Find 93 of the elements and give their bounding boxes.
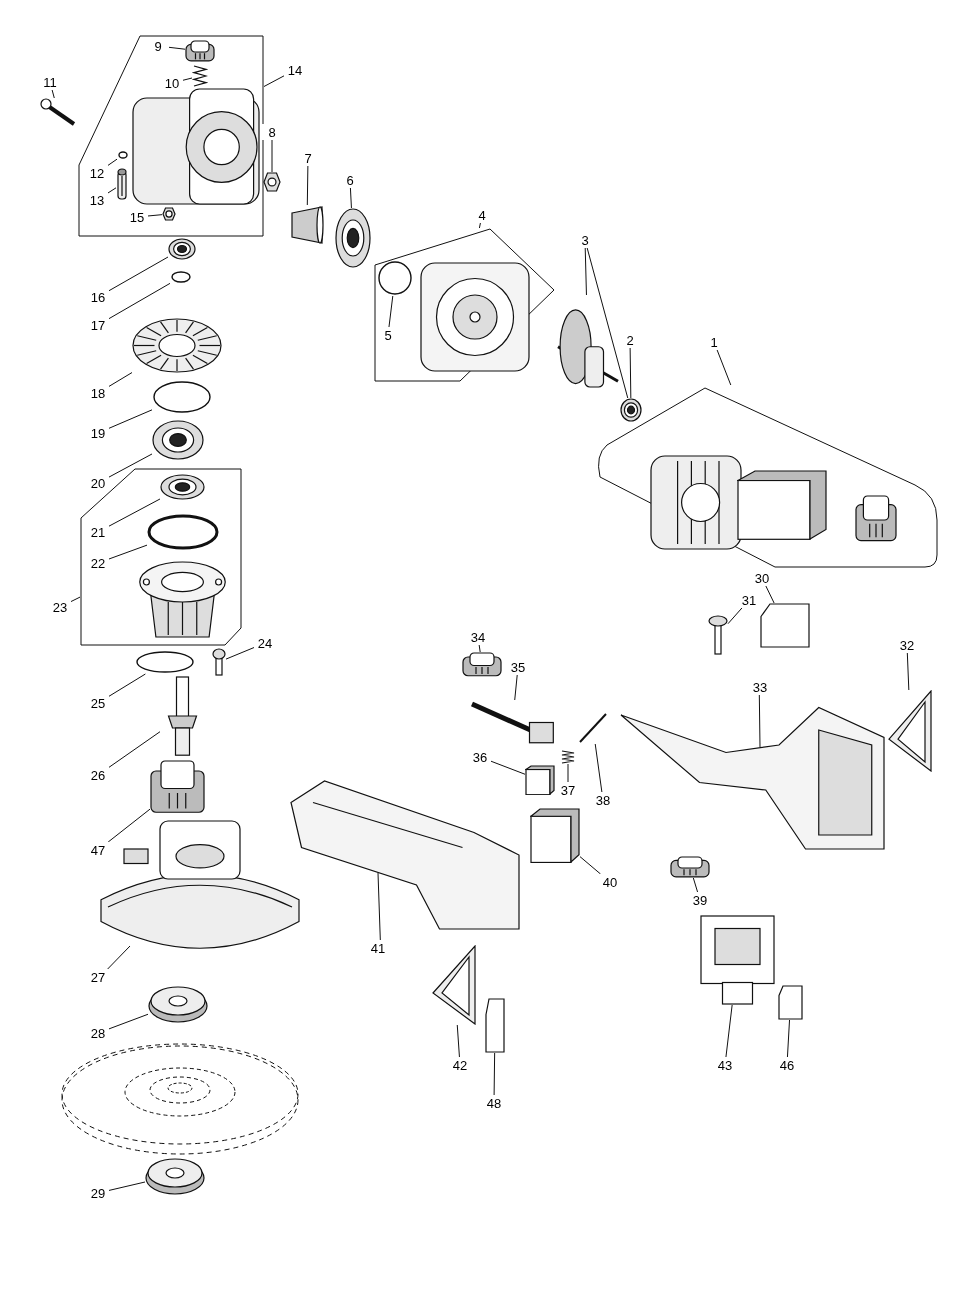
leader-line: [108, 256, 169, 292]
leader-line: [906, 652, 910, 691]
leader-line: [108, 1013, 149, 1030]
leader-line: [271, 139, 273, 173]
housing-half-drawing: [290, 780, 520, 930]
leader-line: [225, 647, 255, 660]
gear-housing-drawing: [132, 88, 260, 206]
leader-line: [349, 187, 352, 209]
ball-bearing-drawing: [152, 420, 204, 460]
bevel-gear-drawing: [132, 318, 222, 373]
leader-line: [168, 46, 186, 50]
part-drawing: [737, 470, 827, 540]
leader-line: [586, 247, 629, 399]
leader-line: [70, 596, 81, 603]
screw-drawing: [708, 615, 728, 655]
retaining-ring-drawing: [152, 380, 212, 414]
leader-line: [758, 694, 761, 748]
retaining-ring-drawing: [135, 650, 195, 674]
leader-line: [108, 1181, 146, 1191]
spring-drawing: [560, 750, 576, 764]
bracket-drawing: [432, 945, 477, 1025]
leader-line: [594, 743, 603, 793]
screw-drawing: [212, 648, 226, 676]
bracket-drawing: [888, 690, 933, 772]
ball-bearing-drawing: [160, 474, 205, 500]
leader-line: [263, 75, 285, 87]
leader-line: [388, 295, 394, 328]
leader-line: [567, 763, 569, 783]
leader-line: [182, 77, 193, 81]
leader-line: [108, 453, 153, 478]
leader-line: [108, 673, 146, 697]
nut-drawing: [162, 207, 176, 221]
part-drawing: [525, 765, 555, 795]
leader-line: [108, 498, 161, 527]
spring-drawing: [192, 65, 208, 87]
part-drawing: [530, 808, 580, 863]
label-plate-drawing: [485, 998, 505, 1053]
label-plate-drawing: [760, 603, 810, 648]
pinion-gear-drawing: [290, 205, 324, 245]
terminal-plate-drawing: [700, 915, 775, 1005]
lever-drawing: [470, 700, 555, 745]
leader-line: [51, 89, 55, 99]
retaining-ring-drawing: [147, 514, 219, 550]
flange-drawing: [145, 1155, 205, 1195]
retaining-ring-drawing: [377, 260, 413, 296]
flange-drawing: [148, 983, 208, 1023]
leader-line: [514, 674, 518, 701]
leader-line: [108, 282, 171, 320]
leader-line: [107, 187, 117, 194]
leader-line: [579, 856, 602, 875]
group-outline: [78, 35, 264, 237]
leader-line: [478, 222, 481, 229]
nut-drawing: [263, 172, 281, 192]
cap-drawing: [185, 40, 215, 62]
leader-line: [108, 544, 148, 560]
leader-line: [108, 731, 161, 768]
leader-line: [107, 158, 118, 166]
leader-line: [584, 247, 587, 296]
group-outline: [80, 468, 242, 646]
group-outline: [373, 228, 555, 383]
leader-line: [716, 349, 732, 386]
leader-line: [765, 585, 775, 604]
leader-line: [108, 372, 133, 387]
leader-line: [107, 945, 131, 970]
leader-line: [493, 1052, 496, 1096]
leader-line: [108, 409, 153, 429]
cap-drawing: [150, 760, 205, 815]
leader-line: [786, 1019, 790, 1058]
leader-line: [478, 644, 481, 653]
ball-bearing-drawing: [620, 398, 642, 422]
cap-drawing: [670, 856, 710, 878]
leader-line: [629, 347, 632, 399]
pin-drawing: [116, 168, 128, 200]
stator-drawing: [650, 455, 742, 550]
leader-line: [692, 877, 699, 893]
label-plate-drawing: [778, 985, 803, 1020]
cap-drawing: [855, 495, 897, 543]
leader-line: [107, 808, 151, 843]
retaining-ring-drawing: [170, 270, 192, 284]
leader-line: [377, 872, 381, 941]
leader-line: [725, 1004, 733, 1058]
ball-bearing-drawing: [168, 238, 196, 260]
cap-drawing: [462, 652, 502, 677]
leader-line: [306, 165, 309, 206]
screw-drawing: [40, 98, 76, 126]
ball-bearing-drawing: [335, 208, 371, 268]
leader-line: [147, 214, 163, 217]
retaining-ring-drawing: [117, 150, 129, 160]
leader-line: [727, 607, 743, 625]
group-outline: [595, 385, 938, 568]
rod-drawing: [578, 712, 608, 744]
motor-cover-drawing: [420, 262, 530, 372]
leader-line: [456, 1024, 460, 1058]
